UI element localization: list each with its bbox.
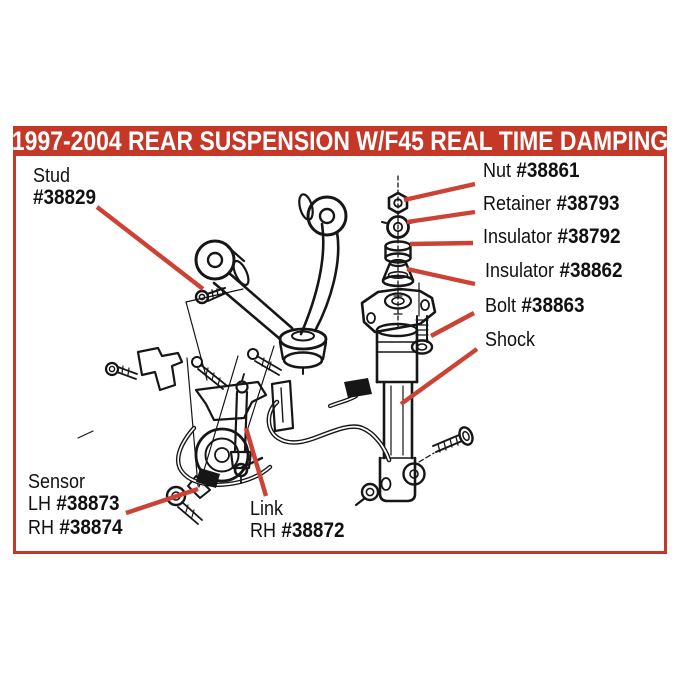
part-name: Retainer xyxy=(483,193,552,215)
part-name: Insulator xyxy=(485,260,555,282)
part-number: #38793 xyxy=(556,192,620,215)
sensor-mount-plate xyxy=(194,380,268,422)
shock-top-plate xyxy=(360,287,437,334)
clevis-bolt xyxy=(354,482,380,507)
harness-wire xyxy=(266,378,392,463)
part-name: Sensor xyxy=(28,471,86,493)
part-variant-rh: RH#38874 xyxy=(28,516,123,540)
link-part xyxy=(229,373,253,484)
part-name: Stud xyxy=(33,165,71,187)
callout-bolt: Bolt#38863 xyxy=(485,295,584,319)
sensor-body xyxy=(194,427,250,483)
bolt-38863-part xyxy=(410,282,434,355)
leader-bolt xyxy=(429,311,476,338)
ball-joint xyxy=(278,327,328,351)
callout-insulator-upper: Insulator#38792 xyxy=(483,226,621,250)
shock-clevis xyxy=(378,456,417,503)
leader-insulator-upper xyxy=(409,240,474,247)
part-number: #38792 xyxy=(557,225,621,248)
shock-boot xyxy=(375,328,419,384)
nut-part xyxy=(387,191,409,215)
leader-stud xyxy=(95,205,205,291)
sensor-assembly xyxy=(77,345,295,525)
leader-link xyxy=(243,427,269,497)
leader-lines xyxy=(95,181,479,516)
part-name: Nut xyxy=(483,160,512,182)
diagram-frame xyxy=(13,126,667,554)
callout-shock: Shock xyxy=(485,329,535,353)
sensor-lower-bolt xyxy=(165,485,203,525)
callout-retainer: Retainer#38793 xyxy=(483,193,620,217)
part-name: Insulator xyxy=(483,226,553,248)
part-name: Bolt xyxy=(485,295,517,317)
part-name: Link xyxy=(250,498,284,520)
title-banner: 1997-2004 REAR SUSPENSION W/F45 REAL TIM… xyxy=(11,126,669,156)
callout-link: Link RH#38872 xyxy=(250,498,344,544)
part-number: #38862 xyxy=(559,259,623,282)
part-number: #38863 xyxy=(521,294,585,317)
sensor-connector xyxy=(196,468,220,488)
upper-control-arm xyxy=(194,193,348,375)
mount-bolt-part xyxy=(418,426,474,463)
callout-insulator-lower: Insulator#38862 xyxy=(485,260,623,284)
page-title: 1997-2004 REAR SUSPENSION W/F45 REAL TIM… xyxy=(11,126,669,156)
leader-shock xyxy=(399,347,479,406)
stud-part xyxy=(185,287,244,381)
shock-absorber xyxy=(354,287,437,507)
callout-sensor: Sensor LH#38873 RH#38874 xyxy=(28,471,122,541)
leader-retainer xyxy=(406,209,476,225)
part-number: #38829 xyxy=(33,186,97,209)
sensor-bracket xyxy=(136,346,184,392)
part-variant-lh: LH#38873 xyxy=(28,492,120,516)
callout-stud: Stud #38829 xyxy=(33,165,96,209)
leader-sensor xyxy=(125,486,199,516)
harness-connector xyxy=(344,378,372,398)
part-variant-rh: RH#38872 xyxy=(250,519,345,543)
leader-insulator-lower xyxy=(406,266,476,287)
part-name: Shock xyxy=(485,329,536,351)
leader-nut xyxy=(403,181,476,203)
callout-nut: Nut#38861 xyxy=(483,160,579,184)
part-number: #38861 xyxy=(516,159,580,182)
